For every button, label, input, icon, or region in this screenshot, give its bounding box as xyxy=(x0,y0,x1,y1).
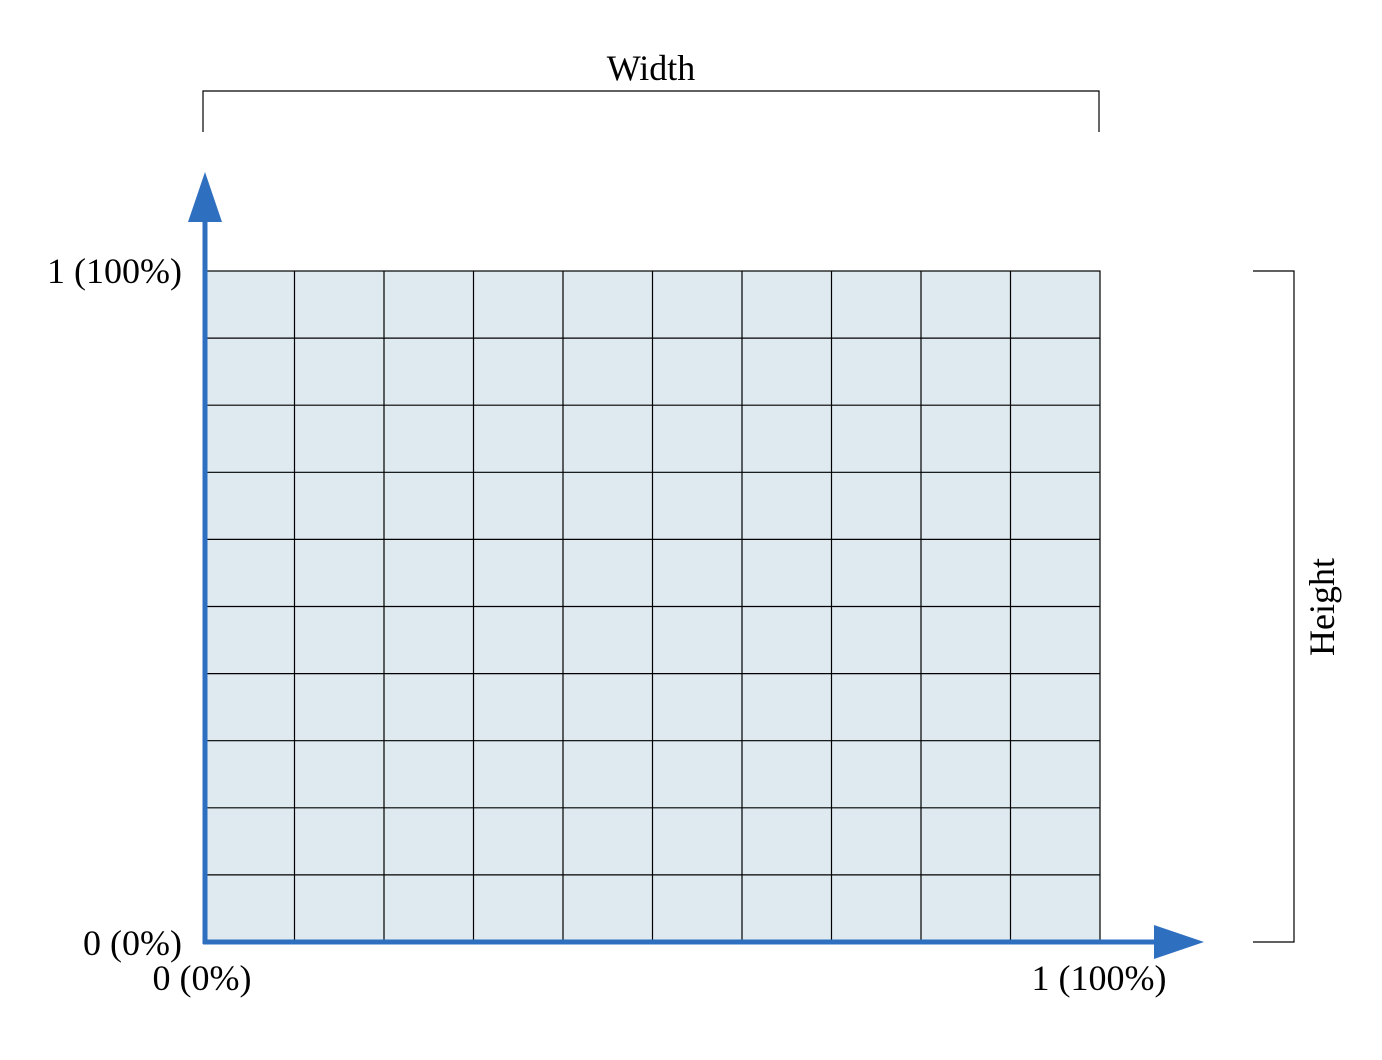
x-axis-arrowhead xyxy=(1154,925,1204,959)
height-bracket xyxy=(1253,270,1295,943)
width-bracket xyxy=(202,90,1100,132)
y-axis-arrowhead xyxy=(188,172,222,222)
x-axis-left-label: 0 (0%) xyxy=(153,958,252,998)
y-axis-top-label: 1 (100%) xyxy=(47,251,182,291)
grid-lines xyxy=(205,271,1100,942)
width-label: Width xyxy=(607,48,696,88)
x-axis-right-label: 1 (100%) xyxy=(1032,958,1167,998)
height-label: Height xyxy=(1302,558,1342,656)
y-axis-bottom-label: 0 (0%) xyxy=(83,923,182,963)
